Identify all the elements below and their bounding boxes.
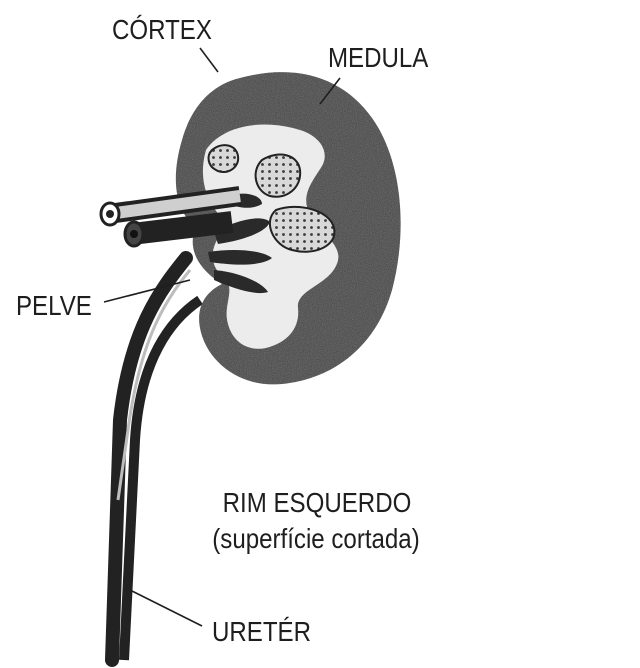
label-pelve: PELVE bbox=[16, 290, 92, 321]
ureter-tube bbox=[105, 251, 203, 667]
leader-cortex bbox=[199, 47, 219, 73]
kidney-calyces bbox=[208, 193, 272, 294]
figure-title: RIM ESQUERDO bbox=[222, 487, 412, 518]
leader-lines bbox=[103, 47, 341, 627]
figure-subtitle: (superfície cortada) bbox=[212, 523, 420, 554]
label-medula: MEDULA bbox=[328, 42, 429, 73]
leader-pelve bbox=[103, 279, 191, 303]
leader-ureter bbox=[129, 589, 203, 627]
label-ureter: URETÉR bbox=[212, 616, 312, 647]
kidney-medulla bbox=[202, 124, 339, 349]
leader-medula bbox=[319, 77, 341, 105]
label-cortex: CÓRTEX bbox=[112, 14, 212, 45]
renal-vessels bbox=[99, 186, 242, 248]
